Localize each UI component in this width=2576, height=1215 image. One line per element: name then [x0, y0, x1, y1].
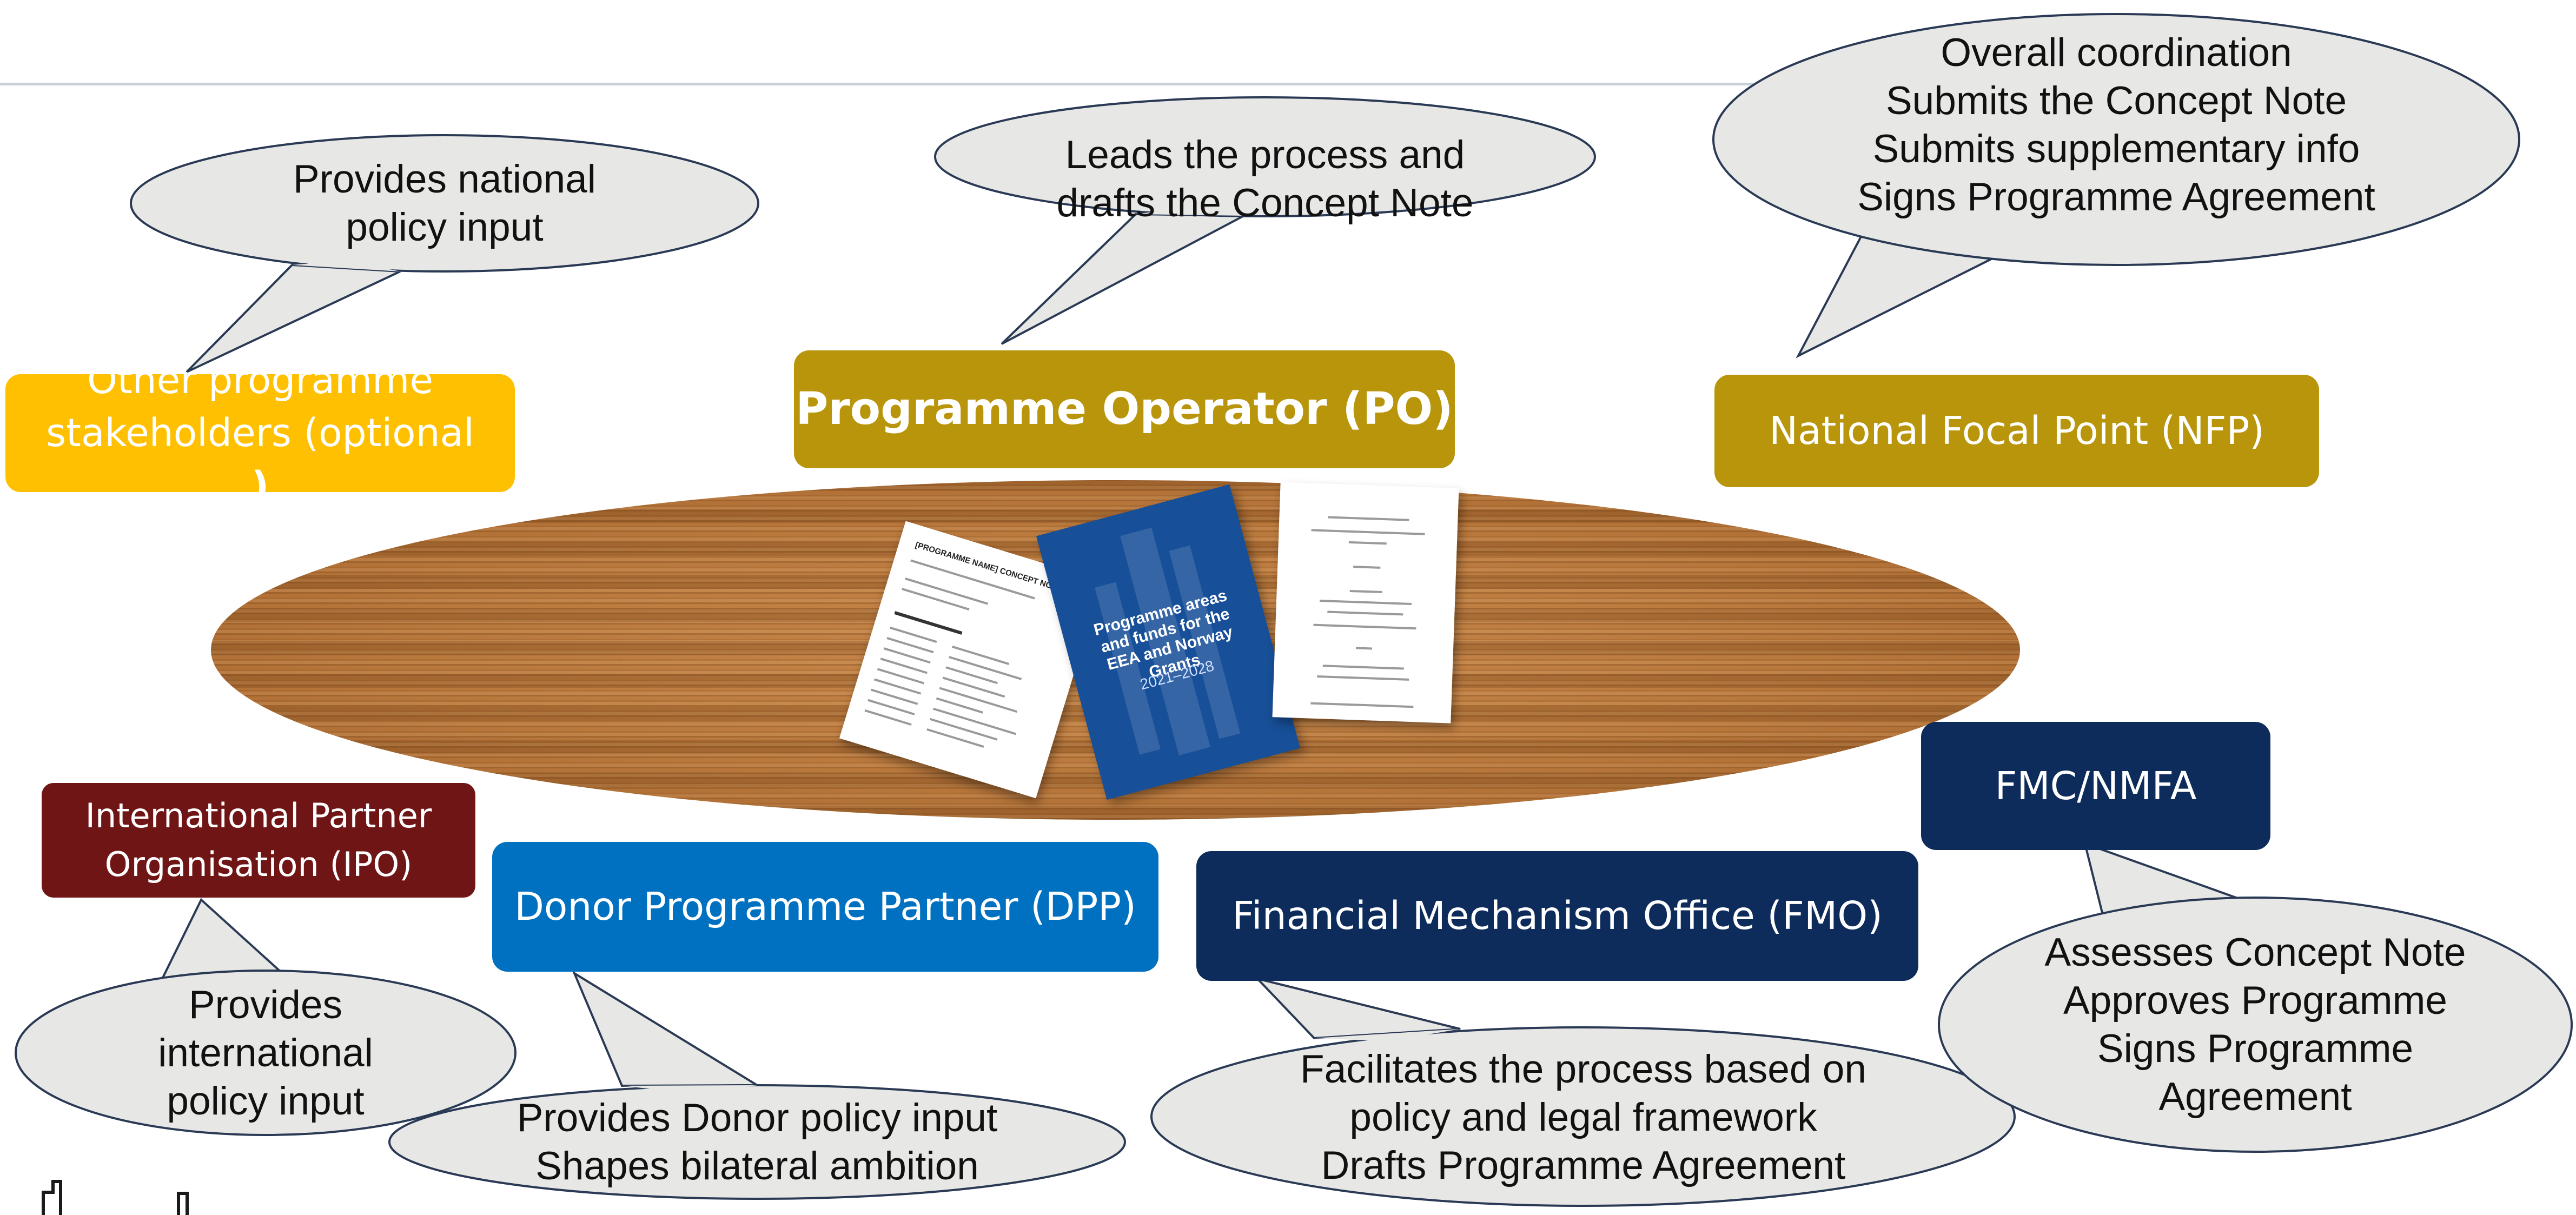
other-stakeholders-box: Other programme stakeholders (optional) [5, 357, 515, 508]
donor-programme-partner-box: Donor Programme Partner (DPP) [492, 842, 1158, 972]
po-bubble [934, 96, 1596, 345]
nfp-bubble [1712, 13, 2520, 358]
eea-grants-logo-icon [42, 1180, 189, 1215]
international-partner-organisation-box: International Partner Organisation (IPO) [42, 783, 475, 898]
nfp-bubble-shape [1712, 13, 2520, 266]
po-bubble-shape [934, 96, 1596, 217]
fmo-bubble [1150, 977, 2016, 1207]
fmc-bubble-shape [1938, 897, 2573, 1153]
memorandum-document [1272, 482, 1459, 723]
top-divider-line [0, 83, 1758, 85]
fmc-nmfa-box: FMC/NMFA [1921, 722, 2270, 850]
fmo-bubble-shape [1150, 1026, 2016, 1207]
ipo-bubble-tail [160, 898, 284, 980]
national-focal-point-box: National Focal Point (NFP) [1714, 375, 2319, 487]
ipo-bubble-shape [15, 970, 516, 1136]
fmc-bubble [1938, 841, 2573, 1153]
other-stakeholders-bubble-shape [130, 134, 759, 273]
other-stakeholders-bubble [130, 134, 759, 373]
dpp-bubble [388, 971, 1126, 1200]
dpp-bubble-tail [572, 971, 761, 1087]
ipo-bubble [15, 898, 516, 1136]
programme-operator-box: Programme Operator (PO) [794, 350, 1455, 468]
financial-mechanism-office-box: Financial Mechanism Office (FMO) [1196, 851, 1918, 981]
